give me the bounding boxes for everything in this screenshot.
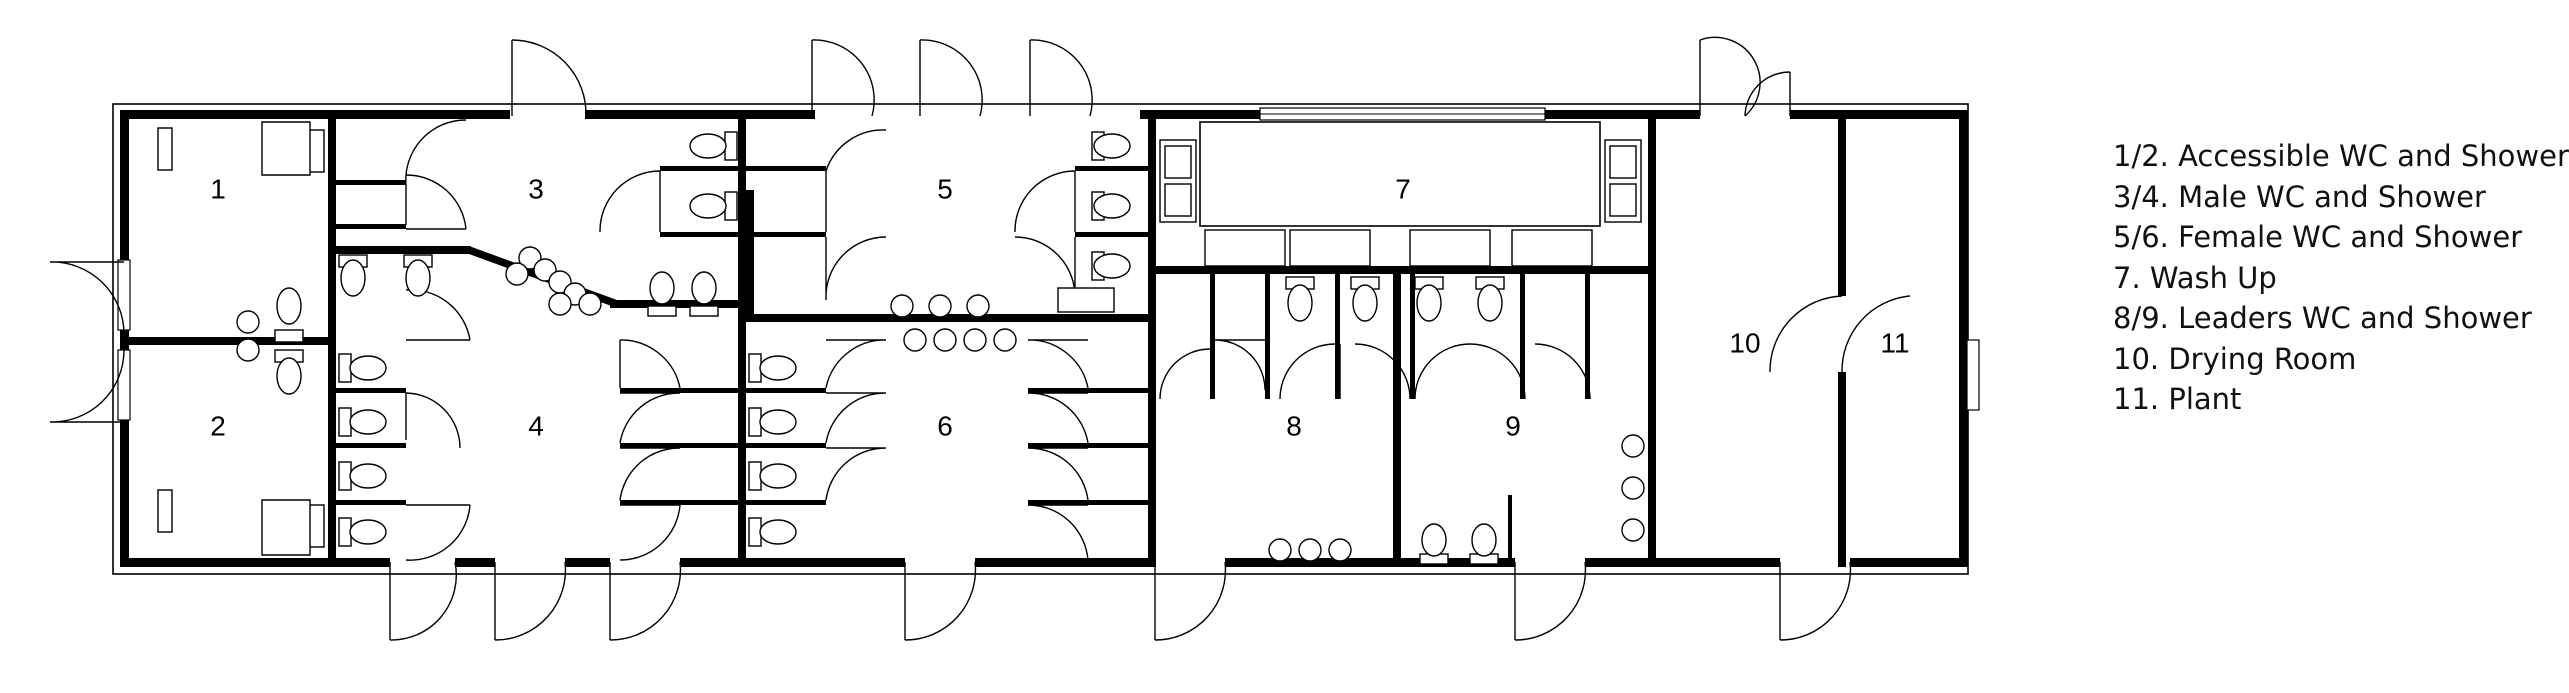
room-legend: 1/2. Accessible WC and Shower 3/4. Male … [2113, 136, 2569, 420]
exterior-walls [120, 110, 1968, 567]
room-4-label: 4 [528, 410, 544, 441]
cubicle-partitions [336, 166, 1590, 565]
room-1-label: 1 [210, 173, 226, 204]
room-9-label: 9 [1505, 410, 1521, 441]
room-2-label: 2 [210, 410, 226, 441]
room-6-label: 6 [937, 410, 953, 441]
showers [157, 121, 1115, 556]
legend-item-female: 5/6. Female WC and Shower [2113, 220, 2523, 254]
room-labels: 1 2 3 4 5 6 7 8 9 10 11 [210, 173, 1909, 441]
room-7-label: 7 [1395, 173, 1411, 204]
legend-item-wash-up: 7. Wash Up [2113, 260, 2277, 295]
basins [236, 246, 1645, 562]
room-8-label: 8 [1286, 410, 1302, 441]
room-11-label: 11 [1880, 327, 1909, 358]
legend-item-accessible: 1/2. Accessible WC and Shower [2113, 139, 2569, 173]
toilets [274, 131, 1505, 565]
legend-item-leaders: 8/9. Leaders WC and Shower [2113, 301, 2532, 335]
room-3-label: 3 [528, 173, 544, 204]
legend-item-drying-room: 10. Drying Room [2113, 341, 2357, 376]
floor-plan: 1 2 3 4 5 6 7 8 9 10 11 [49, 36, 1980, 641]
sinks [1159, 121, 1642, 267]
wall-windows [117, 107, 1980, 421]
room-5-label: 5 [937, 173, 953, 204]
room-10-label: 10 [1729, 327, 1760, 358]
legend-item-male: 3/4. Male WC and Shower [2113, 179, 2486, 214]
legend-item-plant: 11. Plant [2113, 382, 2242, 416]
